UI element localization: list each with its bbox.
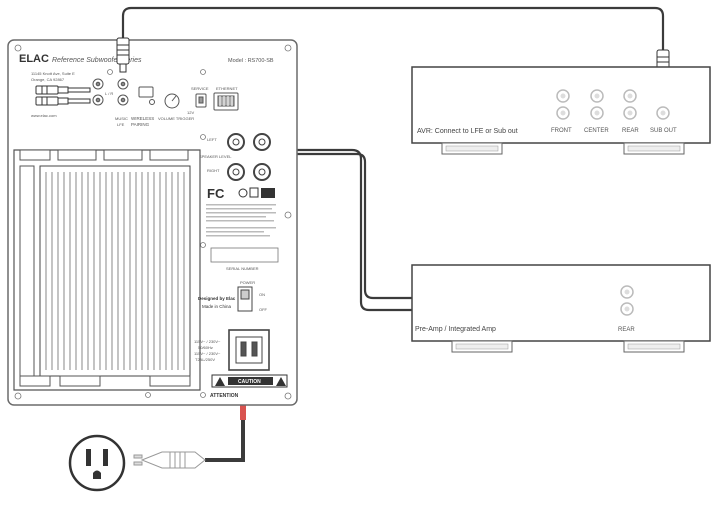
preamp-box <box>411 264 711 353</box>
line-in-label: L / R <box>105 91 113 96</box>
avr-jack-rear: REAR <box>622 128 639 134</box>
heatsink-fins <box>45 172 185 370</box>
trigger-level-label: 12V <box>187 110 194 115</box>
voltage-line-3: 115V~ / 230V~ <box>194 351 221 356</box>
speaker-left-label: LEFT <box>207 137 217 142</box>
made-in-label: Made in China <box>202 304 232 309</box>
model-label: Model : RS700-SB <box>228 58 274 64</box>
speaker-right-label: RIGHT <box>207 168 220 173</box>
heatsink <box>13 149 201 391</box>
music-label: MUSIC <box>115 116 128 121</box>
avr-jack-front: FRONT <box>551 128 572 134</box>
svg-text:FC: FC <box>207 186 225 201</box>
avr-receiver <box>411 66 711 155</box>
compliance-text <box>206 204 276 237</box>
cable-avr-sub-out <box>121 6 665 50</box>
service-usb-port <box>195 93 207 108</box>
ethernet-port <box>213 92 239 111</box>
wireless-pairing-label: WIRELESS PAIRING <box>131 116 156 127</box>
outlet-icon <box>68 434 126 492</box>
panel-screws <box>14 44 292 400</box>
attention-label: ATTENTION <box>210 393 239 399</box>
pairing-controls <box>138 86 180 109</box>
caution-label: CAUTION <box>238 379 261 385</box>
ethernet-label: ETHERNET <box>216 86 238 91</box>
power-off-label: OFF <box>259 307 268 312</box>
series-title: Reference Subwoofer Series <box>52 57 142 64</box>
serial-number-label: SERIAL NUMBER <box>226 266 259 271</box>
volume-trigger-label: VOLUME TRIGGER <box>158 116 194 121</box>
speaker-level-label: SPEAKER LEVEL <box>199 154 232 159</box>
power-label: POWER <box>240 280 255 285</box>
music-lfe-label: MUSIC LFE <box>115 116 129 127</box>
avr-jack-center: CENTER <box>584 128 609 134</box>
preamp-jack-rear: REAR <box>618 327 635 333</box>
designed-by-label: Designed by Elac <box>198 296 236 301</box>
caution-triangle-icon <box>215 377 225 386</box>
panel-line-in-plugs <box>35 85 91 106</box>
address-line-2: Orange, CA 92867 <box>31 77 65 82</box>
rca-plug-icon <box>116 37 130 73</box>
address-line-1: 11145 Knott Ave, Suite E <box>31 71 75 76</box>
subwoofer-panel: ELAC Reference Subwoofer Series Model : … <box>7 39 298 406</box>
avr-label: AVR: Connect to LFE or Sub out <box>417 128 518 135</box>
avr-jack-sub-out: SUB OUT <box>650 128 677 134</box>
power-switch <box>237 286 253 312</box>
preamp-label: Pre-Amp / Integrated Amp <box>415 326 496 333</box>
power-inlet <box>228 329 270 371</box>
power-on-label: ON <box>259 292 265 297</box>
lfe-label: LFE <box>117 122 125 127</box>
voltage-line-1: 115V~ / 230V~ <box>194 339 221 344</box>
power-plug <box>133 451 206 469</box>
voltage-line-4: T2AL/250V <box>195 357 215 362</box>
serial-number-box <box>210 247 279 263</box>
website: www.elac.com <box>31 113 57 118</box>
panel-rca-inputs <box>92 78 129 106</box>
caution-box <box>211 374 288 388</box>
service-label: SERVICE <box>191 86 209 91</box>
brand-logo: ELAC <box>19 53 49 65</box>
fcc-logo-icon: FC <box>207 186 275 201</box>
speaker-terminals <box>227 133 271 181</box>
voltage-line-2: 50/60Hz <box>198 345 213 350</box>
